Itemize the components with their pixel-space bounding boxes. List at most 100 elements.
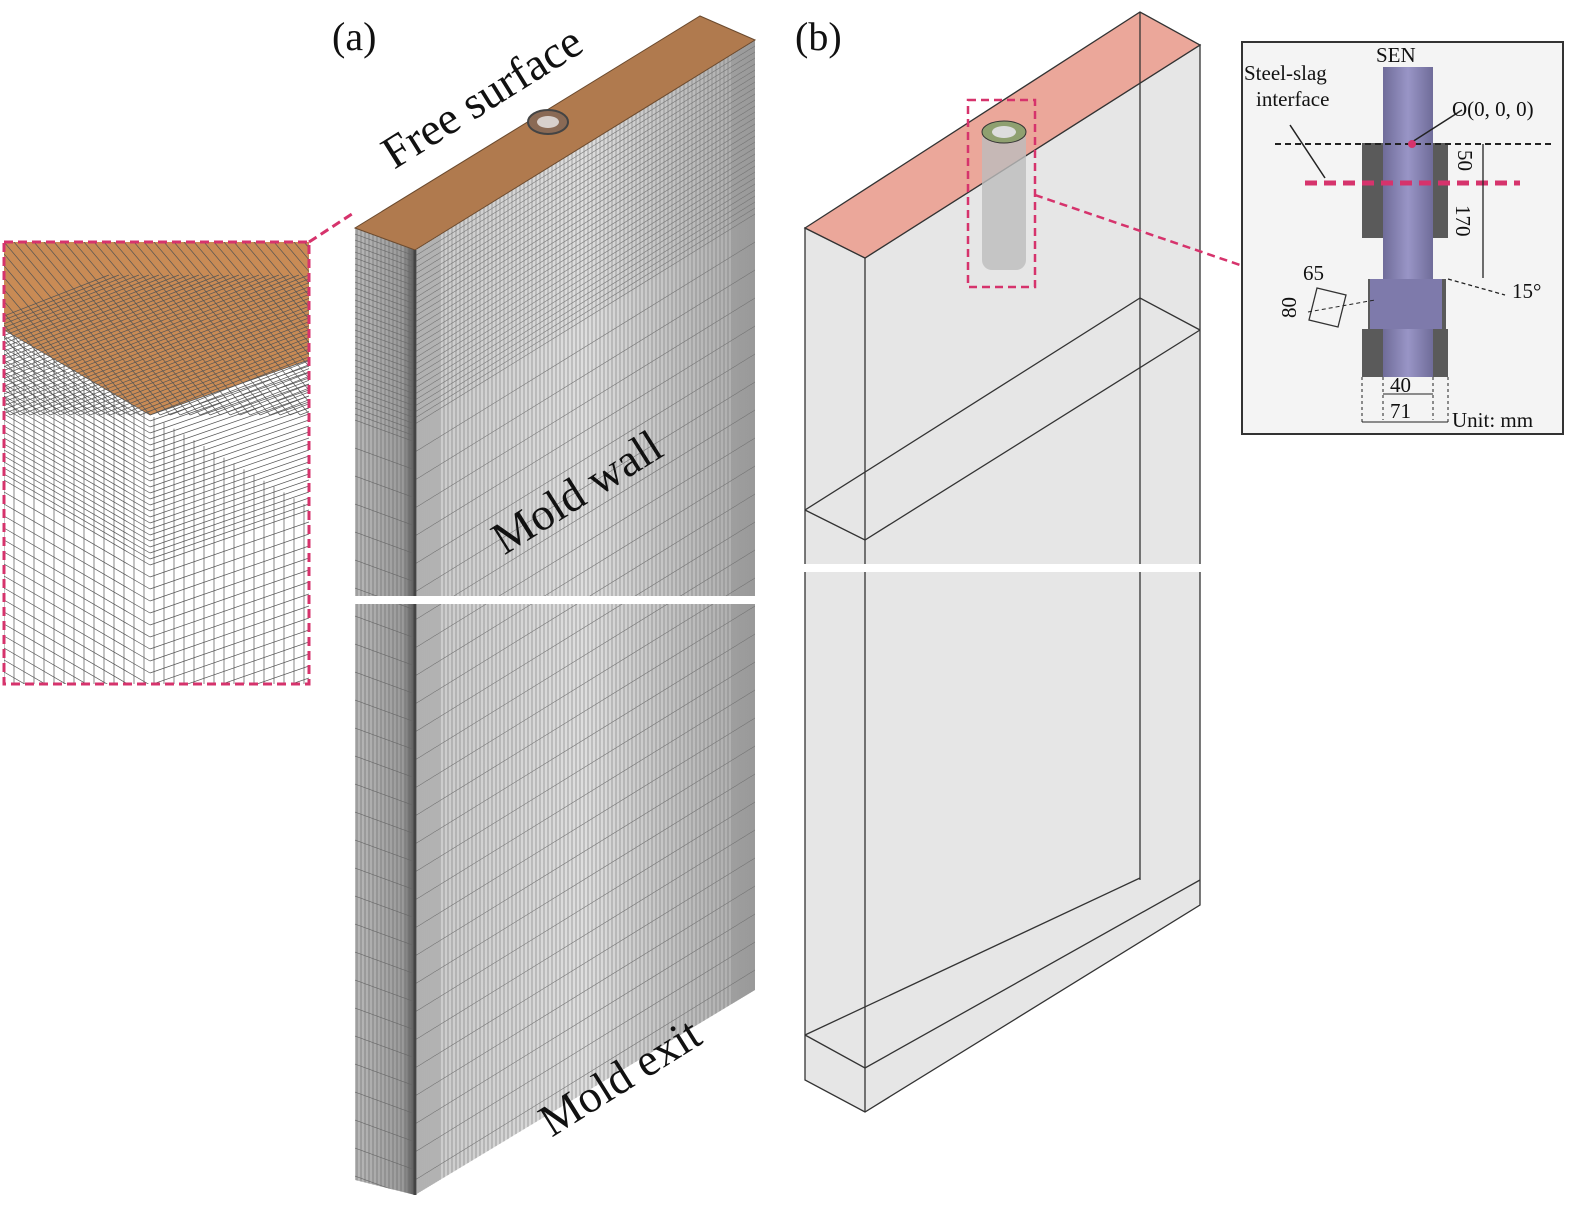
mesh-line xyxy=(415,183,755,395)
steel-slag-label-2: interface xyxy=(1256,87,1329,111)
mesh-line xyxy=(355,281,415,305)
mesh-line xyxy=(4,278,309,399)
mesh-line xyxy=(129,344,309,416)
mesh-line xyxy=(355,317,415,341)
mesh-line xyxy=(149,401,309,458)
mesh-line xyxy=(355,275,415,299)
mesh-line xyxy=(4,274,200,352)
mesh-line xyxy=(355,979,415,1003)
mesh-line xyxy=(415,81,755,293)
mesh-line xyxy=(149,503,309,560)
mesh-line xyxy=(149,359,309,416)
mesh-line xyxy=(4,395,151,482)
mesh-line xyxy=(415,117,755,329)
mesh-line xyxy=(149,407,309,464)
mesh-line xyxy=(169,360,309,416)
mesh-line xyxy=(415,885,755,1097)
mesh-line xyxy=(355,671,415,695)
sen-label: SEN xyxy=(1376,43,1416,67)
mesh-line xyxy=(149,461,309,518)
mesh-line xyxy=(415,857,755,1069)
mesh-line xyxy=(415,745,755,957)
mesh-line xyxy=(223,242,309,344)
sen-detail-inset: SEN Steel-slag interface O(0, 0, 0) 50 1… xyxy=(1241,41,1564,435)
mesh-line xyxy=(4,515,151,602)
mesh-line xyxy=(4,347,151,434)
mesh-line xyxy=(4,407,151,494)
mesh-line xyxy=(355,503,415,527)
mesh-line xyxy=(4,253,141,416)
mesh-line xyxy=(355,1035,415,1059)
mesh-line xyxy=(149,581,309,638)
mesh-line xyxy=(39,309,309,416)
mesh-line xyxy=(355,755,415,779)
mesh-line xyxy=(355,951,415,975)
mesh-line xyxy=(355,263,415,287)
mesh-line xyxy=(149,521,309,578)
mesh-line xyxy=(4,274,250,371)
mesh-line xyxy=(149,509,309,566)
mesh-line xyxy=(4,300,101,416)
mesh-line xyxy=(355,377,415,401)
mesh-line xyxy=(183,242,309,391)
dim-80: 80 xyxy=(1277,297,1301,318)
mesh-line xyxy=(415,465,755,677)
mesh-line xyxy=(149,413,309,470)
mesh-line xyxy=(150,726,309,781)
mesh-line xyxy=(253,242,309,308)
mesh-line xyxy=(355,867,415,891)
mesh-line xyxy=(355,395,415,419)
mesh-line xyxy=(355,839,415,863)
origin-label: O(0, 0, 0) xyxy=(1452,97,1534,121)
mesh-line xyxy=(4,527,151,614)
mesh-line xyxy=(149,569,309,626)
mesh-line xyxy=(415,241,755,453)
mesh-line xyxy=(415,123,755,335)
mesh-line xyxy=(355,269,415,293)
mesh-line xyxy=(149,437,309,494)
mesh-line xyxy=(73,242,221,416)
mesh-line xyxy=(355,239,415,263)
mesh-line xyxy=(149,479,309,536)
mesh-line xyxy=(355,895,415,919)
mesh-line xyxy=(4,647,67,684)
mesh-line xyxy=(49,313,309,416)
mesh-line xyxy=(4,563,151,650)
mesh-line xyxy=(4,274,230,364)
mesh-line xyxy=(4,696,150,781)
mesh-line xyxy=(355,531,415,555)
mesh-line xyxy=(355,923,415,947)
mesh-line xyxy=(89,329,309,416)
mesh-line xyxy=(139,348,309,416)
mesh-line xyxy=(233,242,309,332)
mesh-line xyxy=(4,659,46,684)
mesh-line xyxy=(355,699,415,723)
dim-170: 170 xyxy=(1451,205,1475,237)
mesh-line xyxy=(355,293,415,317)
mesh-line xyxy=(355,287,415,311)
mesh-line xyxy=(151,629,309,684)
mesh-line xyxy=(4,383,151,470)
dim-71: 71 xyxy=(1390,399,1411,423)
mesh-line xyxy=(415,549,755,761)
mesh-line xyxy=(415,159,755,371)
mesh-line xyxy=(4,473,151,560)
mesh-line xyxy=(149,467,309,524)
mesh-line xyxy=(415,75,755,287)
mesh-line xyxy=(149,419,309,476)
mesh-line xyxy=(149,593,309,650)
mesh-line xyxy=(415,129,755,341)
mesh-line xyxy=(4,274,150,332)
mesh-line xyxy=(4,503,151,590)
mesh-line xyxy=(4,274,210,356)
mesh-line xyxy=(4,587,151,674)
mesh-line xyxy=(415,941,755,1153)
mesh-line xyxy=(415,153,755,365)
mesh-line xyxy=(213,242,309,356)
mesh-line xyxy=(63,242,211,416)
mesh-line xyxy=(415,605,755,817)
mesh-line xyxy=(4,449,151,536)
mesh-line xyxy=(69,321,309,416)
mesh-line xyxy=(355,347,415,371)
